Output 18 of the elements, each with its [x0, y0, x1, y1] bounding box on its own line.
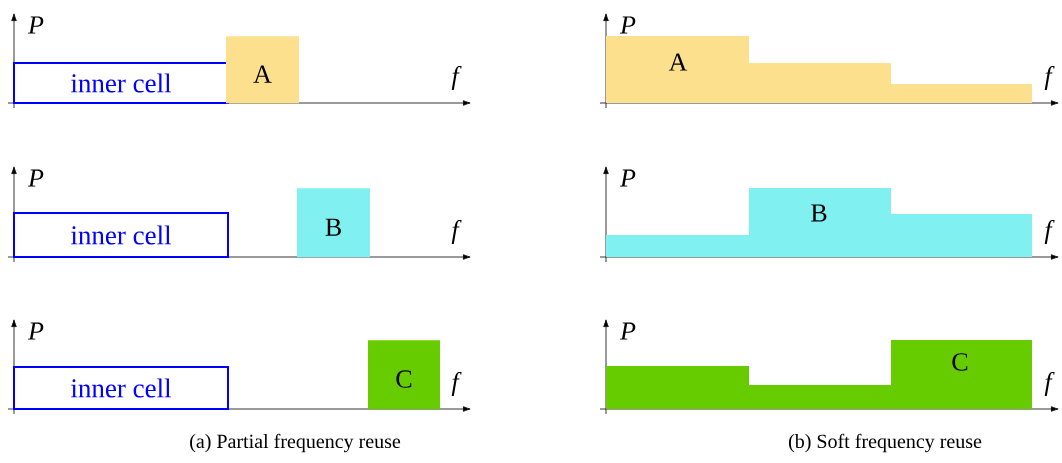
axis-label: P	[619, 322, 636, 340]
power-block: C	[368, 340, 440, 410]
power-block: A	[226, 36, 299, 104]
axis-label: P	[27, 16, 44, 34]
inner-cell-box: inner cell	[13, 212, 229, 258]
power-block: B	[297, 188, 370, 258]
axis-label: P	[27, 322, 44, 340]
axis-label: f	[451, 220, 462, 244]
axis-label: f	[451, 66, 462, 90]
axis-label: P	[27, 169, 44, 187]
caption: (b) Soft frequency reuse	[789, 433, 982, 453]
inner-cell-box: inner cell	[13, 62, 229, 104]
power-step-area: B	[606, 188, 1032, 257]
power-step-area: A	[606, 36, 1032, 103]
caption: (a) Partial frequency reuse	[190, 433, 401, 453]
power-step-area: C	[606, 340, 1032, 409]
axis-label: P	[619, 169, 636, 187]
inner-cell-box: inner cell	[13, 366, 229, 410]
